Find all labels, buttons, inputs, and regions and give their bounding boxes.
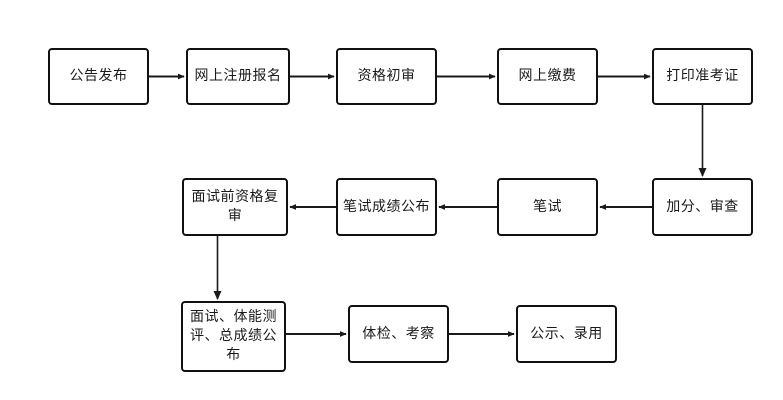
- flow-node-tijiankaocha[interactable]: 体检、考察: [348, 305, 449, 363]
- flow-node-label: 资格初审: [357, 68, 416, 84]
- flow-node-dayinzhunkaozheng[interactable]: 打印准考证: [652, 48, 753, 105]
- flow-node-label: 面试、体能测 评、总成绩公 布: [190, 309, 277, 363]
- flow-node-label: 网上缴费: [518, 68, 577, 84]
- flow-node-label: 打印准考证: [666, 68, 739, 84]
- flow-node-label: 公示、录用: [530, 325, 603, 342]
- flow-node-label: 面试前资格复 审: [191, 189, 279, 224]
- flow-node-bishichengjigongbu[interactable]: 笔试成绩公布: [336, 178, 437, 236]
- flow-node-label: 体检、考察: [362, 325, 435, 342]
- flow-node-wangshangzhuceba[interactable]: 网上注册报名: [186, 48, 290, 105]
- flow-node-label: 公告发布: [69, 68, 128, 84]
- flow-node-wangshangjiaofei[interactable]: 网上缴费: [497, 48, 598, 105]
- flow-node-zigechushen[interactable]: 资格初审: [336, 48, 437, 105]
- flow-node-label: 笔试成绩公布: [343, 198, 430, 215]
- flow-node-jiafenshencha[interactable]: 加分、审查: [652, 178, 753, 236]
- flow-node-label: 网上注册报名: [194, 68, 282, 84]
- flow-node-label: 加分、审查: [666, 198, 739, 215]
- flow-node-label: 笔试: [533, 198, 562, 215]
- flow-node-gongshiluyong[interactable]: 公示、录用: [516, 305, 617, 363]
- flow-node-mianshiqianzigefushen[interactable]: 面试前资格复 审: [182, 178, 288, 236]
- flow-node-mianshitinengceping[interactable]: 面试、体能测 评、总成绩公 布: [181, 301, 286, 372]
- flow-node-bishi[interactable]: 笔试: [497, 178, 598, 236]
- flow-node-gonggaofabu[interactable]: 公告发布: [48, 48, 149, 105]
